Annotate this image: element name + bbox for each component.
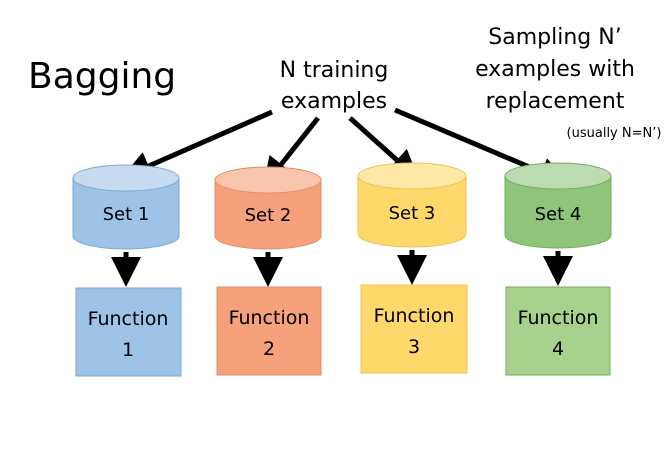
function-2-rect: [216, 286, 322, 376]
sampling-arrows: [121, 107, 569, 188]
function-3-line-1: Function: [374, 305, 455, 327]
arrow-to-set-3: [348, 116, 420, 181]
set-1-cylinder: Set 1: [72, 164, 180, 250]
set-4-body: [504, 175, 612, 249]
function-3-rect: [360, 284, 468, 374]
function-1-rect: [75, 287, 182, 377]
source-line-1: N training: [280, 58, 389, 83]
arrow-to-set-1: [121, 109, 274, 180]
function-4-box: Function 4: [505, 286, 611, 376]
source-line-2: examples: [281, 89, 387, 114]
set-4-top: [504, 162, 612, 190]
set-2-body: [214, 179, 322, 250]
function-1-line-1: Function: [88, 308, 169, 330]
function-3-box: Function 3: [360, 284, 468, 374]
set-3-top: [357, 162, 467, 190]
set-4-label: Set 4: [535, 204, 582, 225]
set-1-body: [72, 177, 180, 250]
function-1-box: Function 1: [75, 287, 182, 377]
set-1-label: Set 1: [103, 204, 150, 225]
sampling-note: (usually N=N’): [567, 126, 662, 141]
set-2-cylinder: Set 2: [214, 166, 322, 250]
sampling-line-1: Sampling N’: [488, 25, 621, 50]
training-arrows: [111, 250, 573, 287]
set-2-top: [214, 166, 322, 194]
function-4-line-2: 4: [552, 338, 564, 360]
function-2-box: Function 2: [216, 286, 322, 376]
function-2-line-1: Function: [229, 307, 310, 329]
diagram-title: Bagging: [28, 56, 176, 97]
arrow-to-set-2: [262, 116, 320, 188]
function-1-line-2: 1: [122, 339, 134, 361]
set-4-cylinder: Set 4: [504, 162, 612, 249]
set-3-cylinder: Set 3: [357, 162, 467, 248]
sampling-line-2: examples with: [475, 57, 635, 82]
set-3-label: Set 3: [389, 203, 436, 224]
function-2-line-2: 2: [263, 338, 275, 360]
set-1-top: [72, 164, 180, 192]
sampling-line-3: replacement: [486, 89, 625, 114]
function-3-line-2: 3: [408, 336, 420, 358]
function-4-rect: [505, 286, 611, 376]
set-3-body: [357, 175, 467, 248]
function-4-line-1: Function: [518, 307, 599, 329]
set-2-label: Set 2: [245, 205, 292, 226]
